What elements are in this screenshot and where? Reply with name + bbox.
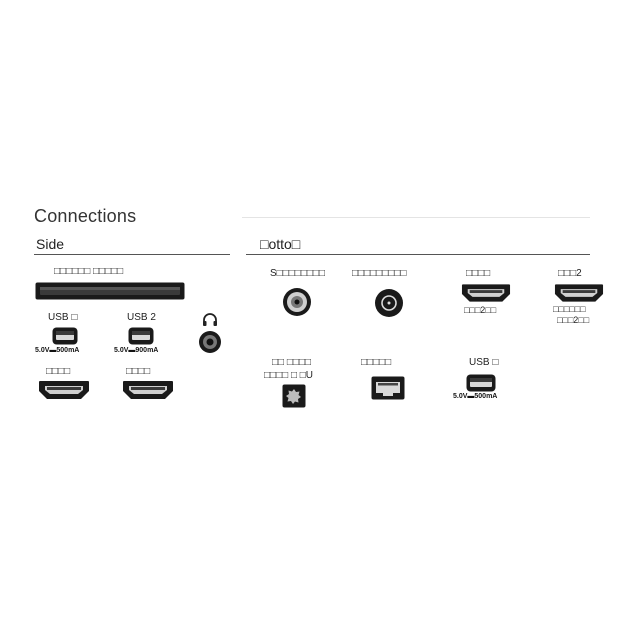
- headphone-jack-port: [198, 330, 222, 354]
- page-title: Connections: [34, 206, 137, 226]
- optical-label-2: □□□□ □ □U: [264, 370, 314, 381]
- antenna-port: [374, 288, 404, 318]
- usb2-spec: 5.0V▬900mA: [114, 347, 159, 354]
- usb1-label: USB □: [48, 312, 78, 323]
- usb1-spec: 5.0V▬500mA: [35, 347, 80, 354]
- hdmi1-port: [38, 380, 90, 400]
- optical-port: [282, 384, 306, 408]
- hdmi4-sublabel-2: □□□2□□: [557, 315, 590, 325]
- ci-slot-label: □□□□□□ □□□□□: [54, 266, 124, 277]
- hdmi1-label: □□□□: [46, 366, 71, 377]
- side-heading-rule: [34, 254, 230, 255]
- side-heading: Side: [36, 236, 65, 252]
- headphone-icon: [202, 313, 218, 327]
- satellite-port: [282, 287, 312, 317]
- hdmi3-port: [461, 283, 511, 303]
- hdmi2-label: □□□□: [126, 366, 151, 377]
- antenna-label: □□□□□□□□□: [352, 268, 407, 279]
- ci-slot-port: [35, 282, 185, 300]
- usb2-port: [128, 327, 154, 345]
- hdmi4-label: □□□2: [558, 268, 582, 279]
- bottom-heading-rule: [246, 254, 590, 255]
- hdmi2-port: [122, 380, 174, 400]
- satellite-label: S□□□□□□□□: [270, 268, 325, 279]
- usb3-port: [466, 374, 496, 392]
- optical-label-1: □□ □□□□: [272, 357, 312, 368]
- lan-label: □□□□□: [361, 357, 392, 368]
- usb3-label: USB □: [469, 357, 499, 368]
- bottom-heading: □otto□: [260, 236, 301, 252]
- usb2-label: USB 2: [127, 312, 156, 323]
- hdmi4-sublabel-1: □□□□□□: [553, 304, 586, 314]
- hdmi4-port: [554, 283, 604, 303]
- usb3-spec: 5.0V▬500mA: [453, 393, 498, 400]
- title-divider: [242, 217, 590, 218]
- usb1-port: [52, 327, 78, 345]
- hdmi3-sublabel: □□□2□□: [464, 305, 497, 315]
- lan-port: [371, 376, 405, 400]
- hdmi3-label: □□□□: [466, 268, 491, 279]
